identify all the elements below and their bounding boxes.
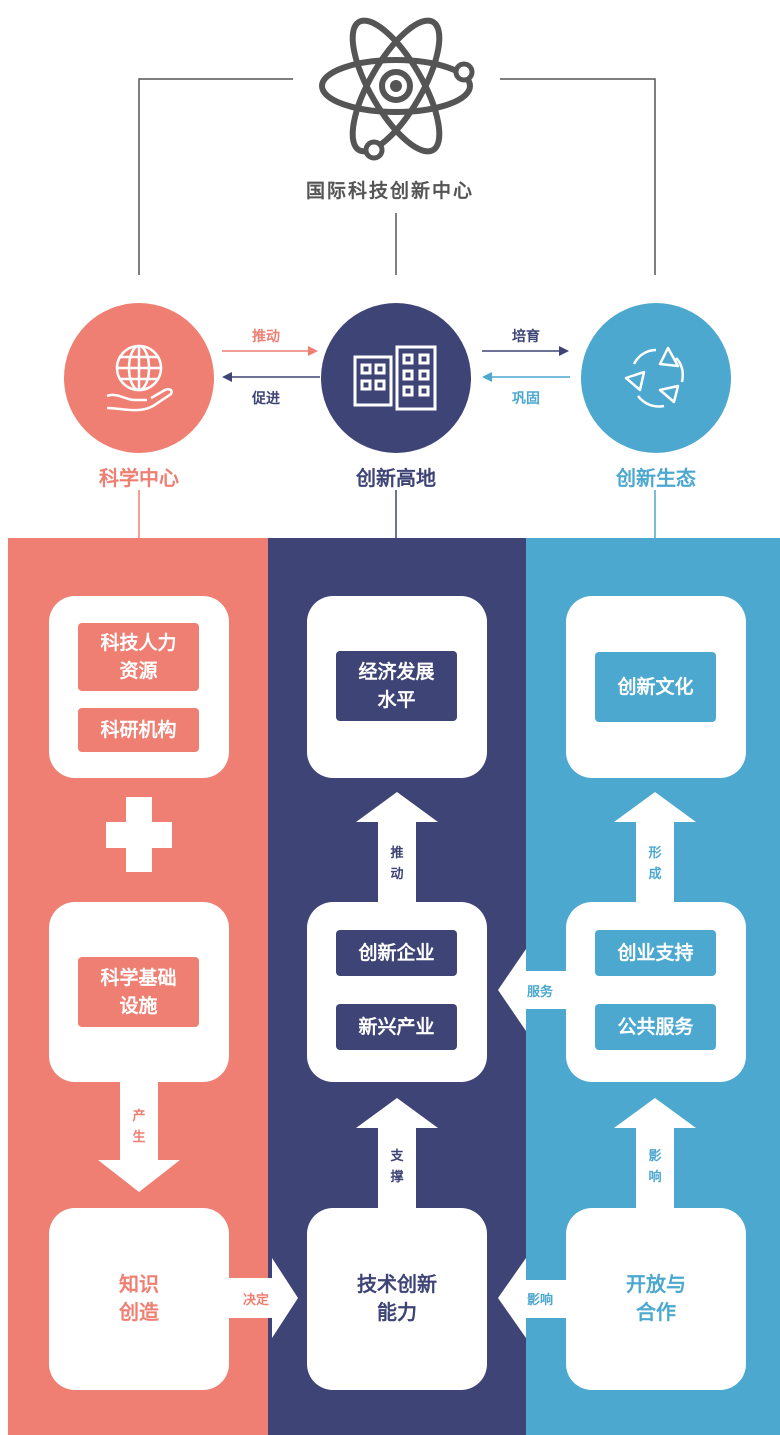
tag-research-institutes: 科研机构 <box>78 708 199 752</box>
tech-capability-text: 技术创新 能力 <box>357 1272 437 1324</box>
label-forms: 形 成 <box>648 846 662 882</box>
tag-infrastructure: 科学基础 设施 <box>78 957 199 1027</box>
services-card: 创业支持 公共服务 <box>566 902 746 1082</box>
label-push: 推动 <box>252 329 280 345</box>
globe-hand-icon <box>106 344 173 412</box>
arrow-highland-to-science <box>222 372 320 382</box>
tag-innovative-enterprises: 创新企业 <box>336 930 457 976</box>
arrow-science-to-highland <box>222 346 318 356</box>
label-decides: 决定 <box>242 1293 269 1308</box>
highland-label: 创新高地 <box>356 466 436 490</box>
atom-icon <box>316 14 476 164</box>
buildings-icon <box>353 345 437 411</box>
label-promote: 促进 <box>252 391 280 407</box>
tag-startup-support: 创业支持 <box>595 930 716 976</box>
tag-hr-resources: 科技人力 资源 <box>78 623 199 691</box>
culture-card: 创新文化 <box>566 596 746 778</box>
science-infra-card: 科学基础 设施 <box>49 902 229 1082</box>
enterprise-card: 创新企业 新兴产业 <box>307 902 487 1082</box>
label-consolidate: 巩固 <box>512 391 540 407</box>
label-produce: 产 生 <box>132 1109 146 1145</box>
hub-to-science-line <box>138 78 293 275</box>
ecology-label: 创新生态 <box>616 466 696 490</box>
tech-capability-card: 技术创新 能力 <box>307 1208 487 1390</box>
arrow-ecology-to-highland <box>482 372 570 382</box>
science-center-label: 科学中心 <box>99 466 179 490</box>
open-cooperation-card: 开放与 合作 <box>566 1208 746 1390</box>
hub-title: 国际科技创新中心 <box>305 180 474 202</box>
label-influence-up: 影 响 <box>648 1149 662 1185</box>
knowledge-card: 知识 创造 <box>49 1208 229 1390</box>
label-influence-left: 影响 <box>526 1293 553 1308</box>
tag-innovation-culture: 创新文化 <box>595 652 716 722</box>
highland-circle <box>321 303 471 453</box>
hub-to-ecology-line <box>500 78 656 275</box>
label-serve: 服务 <box>526 985 553 1000</box>
label-support: 支 撑 <box>390 1149 404 1185</box>
tag-economy: 经济发展 水平 <box>336 651 457 721</box>
arrow-highland-to-ecology <box>482 346 569 356</box>
recycle-icon <box>624 346 684 408</box>
tag-emerging-industries: 新兴产业 <box>336 1004 457 1050</box>
label-cultivate: 培育 <box>512 329 540 345</box>
tag-public-services: 公共服务 <box>595 1004 716 1050</box>
ecology-circle <box>581 303 731 453</box>
open-cooperation-text: 开放与 合作 <box>626 1272 686 1324</box>
label-push-up: 推 动 <box>390 846 404 882</box>
economy-card: 经济发展 水平 <box>307 596 487 778</box>
knowledge-text: 知识 创造 <box>119 1272 159 1324</box>
science-center-circle <box>64 303 214 453</box>
science-resources-card: 科技人力 资源 科研机构 <box>49 596 229 778</box>
connector-lines <box>138 78 656 540</box>
